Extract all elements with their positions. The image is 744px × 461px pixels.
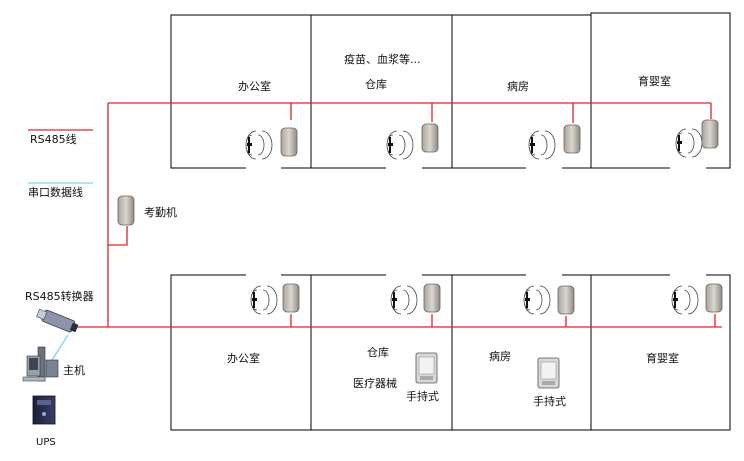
room-bottom-nursery <box>590 274 731 431</box>
serial-data-link <box>51 334 69 361</box>
top-warehouse-label: 仓库 <box>365 78 387 91</box>
handheld-device-icon <box>537 357 560 389</box>
attendance-label: 考勤机 <box>144 206 177 219</box>
ups-icon <box>32 395 56 425</box>
rs485-bus <box>73 102 722 328</box>
legend-serial-label: 串口数据线 <box>28 186 83 199</box>
converter-icon <box>36 308 79 333</box>
rfid-reader-icon <box>282 283 300 313</box>
rfid-reader-icon <box>701 119 719 149</box>
host-computer-icon <box>22 346 59 382</box>
reader-antenna-icon <box>675 128 703 158</box>
top-reader-group <box>245 119 719 160</box>
attendance-machine-icon <box>117 195 135 226</box>
bottom-ward-label: 病房 <box>489 350 511 363</box>
top-warehouse-note: 疫苗、血浆等... <box>344 53 421 66</box>
rfid-reader-icon <box>421 123 439 153</box>
rfid-reader-icon <box>423 283 441 313</box>
reader-antenna-icon <box>390 285 418 315</box>
top-office-label: 办公室 <box>238 80 271 93</box>
bottom-warehouse-note: 医疗器械 <box>353 377 397 390</box>
bottom-office-label: 办公室 <box>227 352 260 365</box>
bottom-warehouse-label: 仓库 <box>367 346 389 359</box>
handheld-device-icon <box>415 352 438 384</box>
rfid-reader-icon <box>557 285 575 315</box>
reader-antenna-icon <box>245 130 273 160</box>
ups-label: UPS <box>36 437 56 448</box>
bottom-nursery-label: 育婴室 <box>646 352 679 365</box>
handheld-label-warehouse: 手持式 <box>406 390 439 403</box>
rfid-reader-icon <box>280 127 298 157</box>
room-top-nursery <box>590 12 731 169</box>
reader-antenna-icon <box>528 130 556 160</box>
converter-label: RS485转换器 <box>25 290 94 303</box>
rfid-reader-icon <box>563 124 581 154</box>
reader-antenna-icon <box>250 285 278 315</box>
top-ward-label: 病房 <box>507 80 529 93</box>
rfid-reader-icon <box>705 283 723 313</box>
reader-antenna-icon <box>671 285 699 315</box>
host-label: 主机 <box>63 364 85 377</box>
bottom-reader-group <box>250 283 723 315</box>
reader-antenna-icon <box>386 130 414 160</box>
legend-rs485-label: RS485线 <box>30 133 77 146</box>
top-nursery-label: 育婴室 <box>638 75 671 88</box>
handheld-label-ward: 手持式 <box>533 395 566 408</box>
reader-antenna-icon <box>523 285 551 315</box>
